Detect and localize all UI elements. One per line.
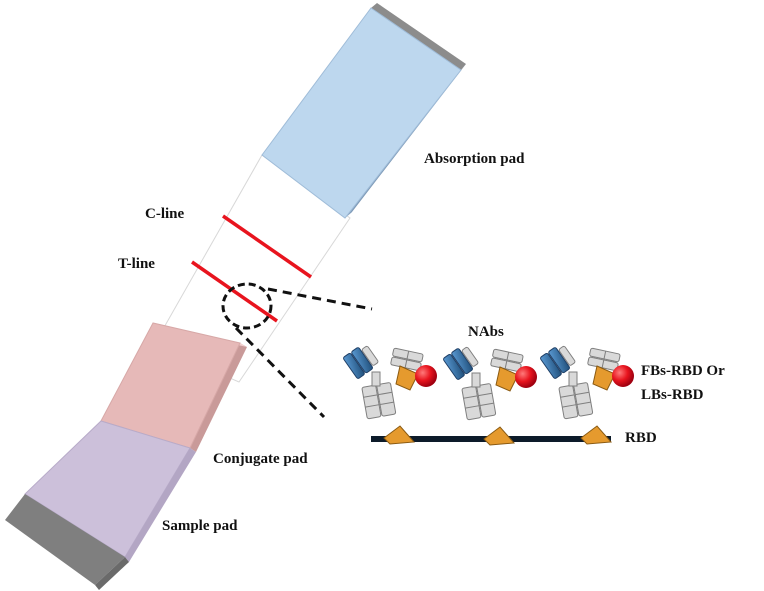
label-sample-pad: Sample pad	[162, 518, 238, 534]
antibody-complex-1	[342, 341, 438, 445]
antibody-complex-3	[539, 341, 635, 445]
label-conjugate-pad: Conjugate pad	[213, 451, 308, 467]
absorption-pad	[261, 3, 466, 219]
label-t-line: T-line	[118, 256, 155, 272]
t-line	[191, 260, 278, 323]
zoom-line-top	[267, 287, 373, 311]
label-c-line: C-line	[145, 206, 185, 222]
label-rbd: RBD	[625, 430, 657, 446]
sample-pad	[5, 420, 196, 590]
zoom-line-bottom	[234, 326, 326, 419]
antibody-complex-2	[442, 342, 538, 446]
c-line	[222, 214, 312, 279]
label-fbs-rbd-line1: FBs-RBD Or	[641, 363, 725, 379]
label-absorption-pad: Absorption pad	[424, 151, 525, 167]
zoom-circle	[221, 282, 273, 330]
label-fbs-rbd-line2: LBs-RBD	[641, 387, 704, 403]
label-nabs: NAbs	[468, 324, 504, 340]
